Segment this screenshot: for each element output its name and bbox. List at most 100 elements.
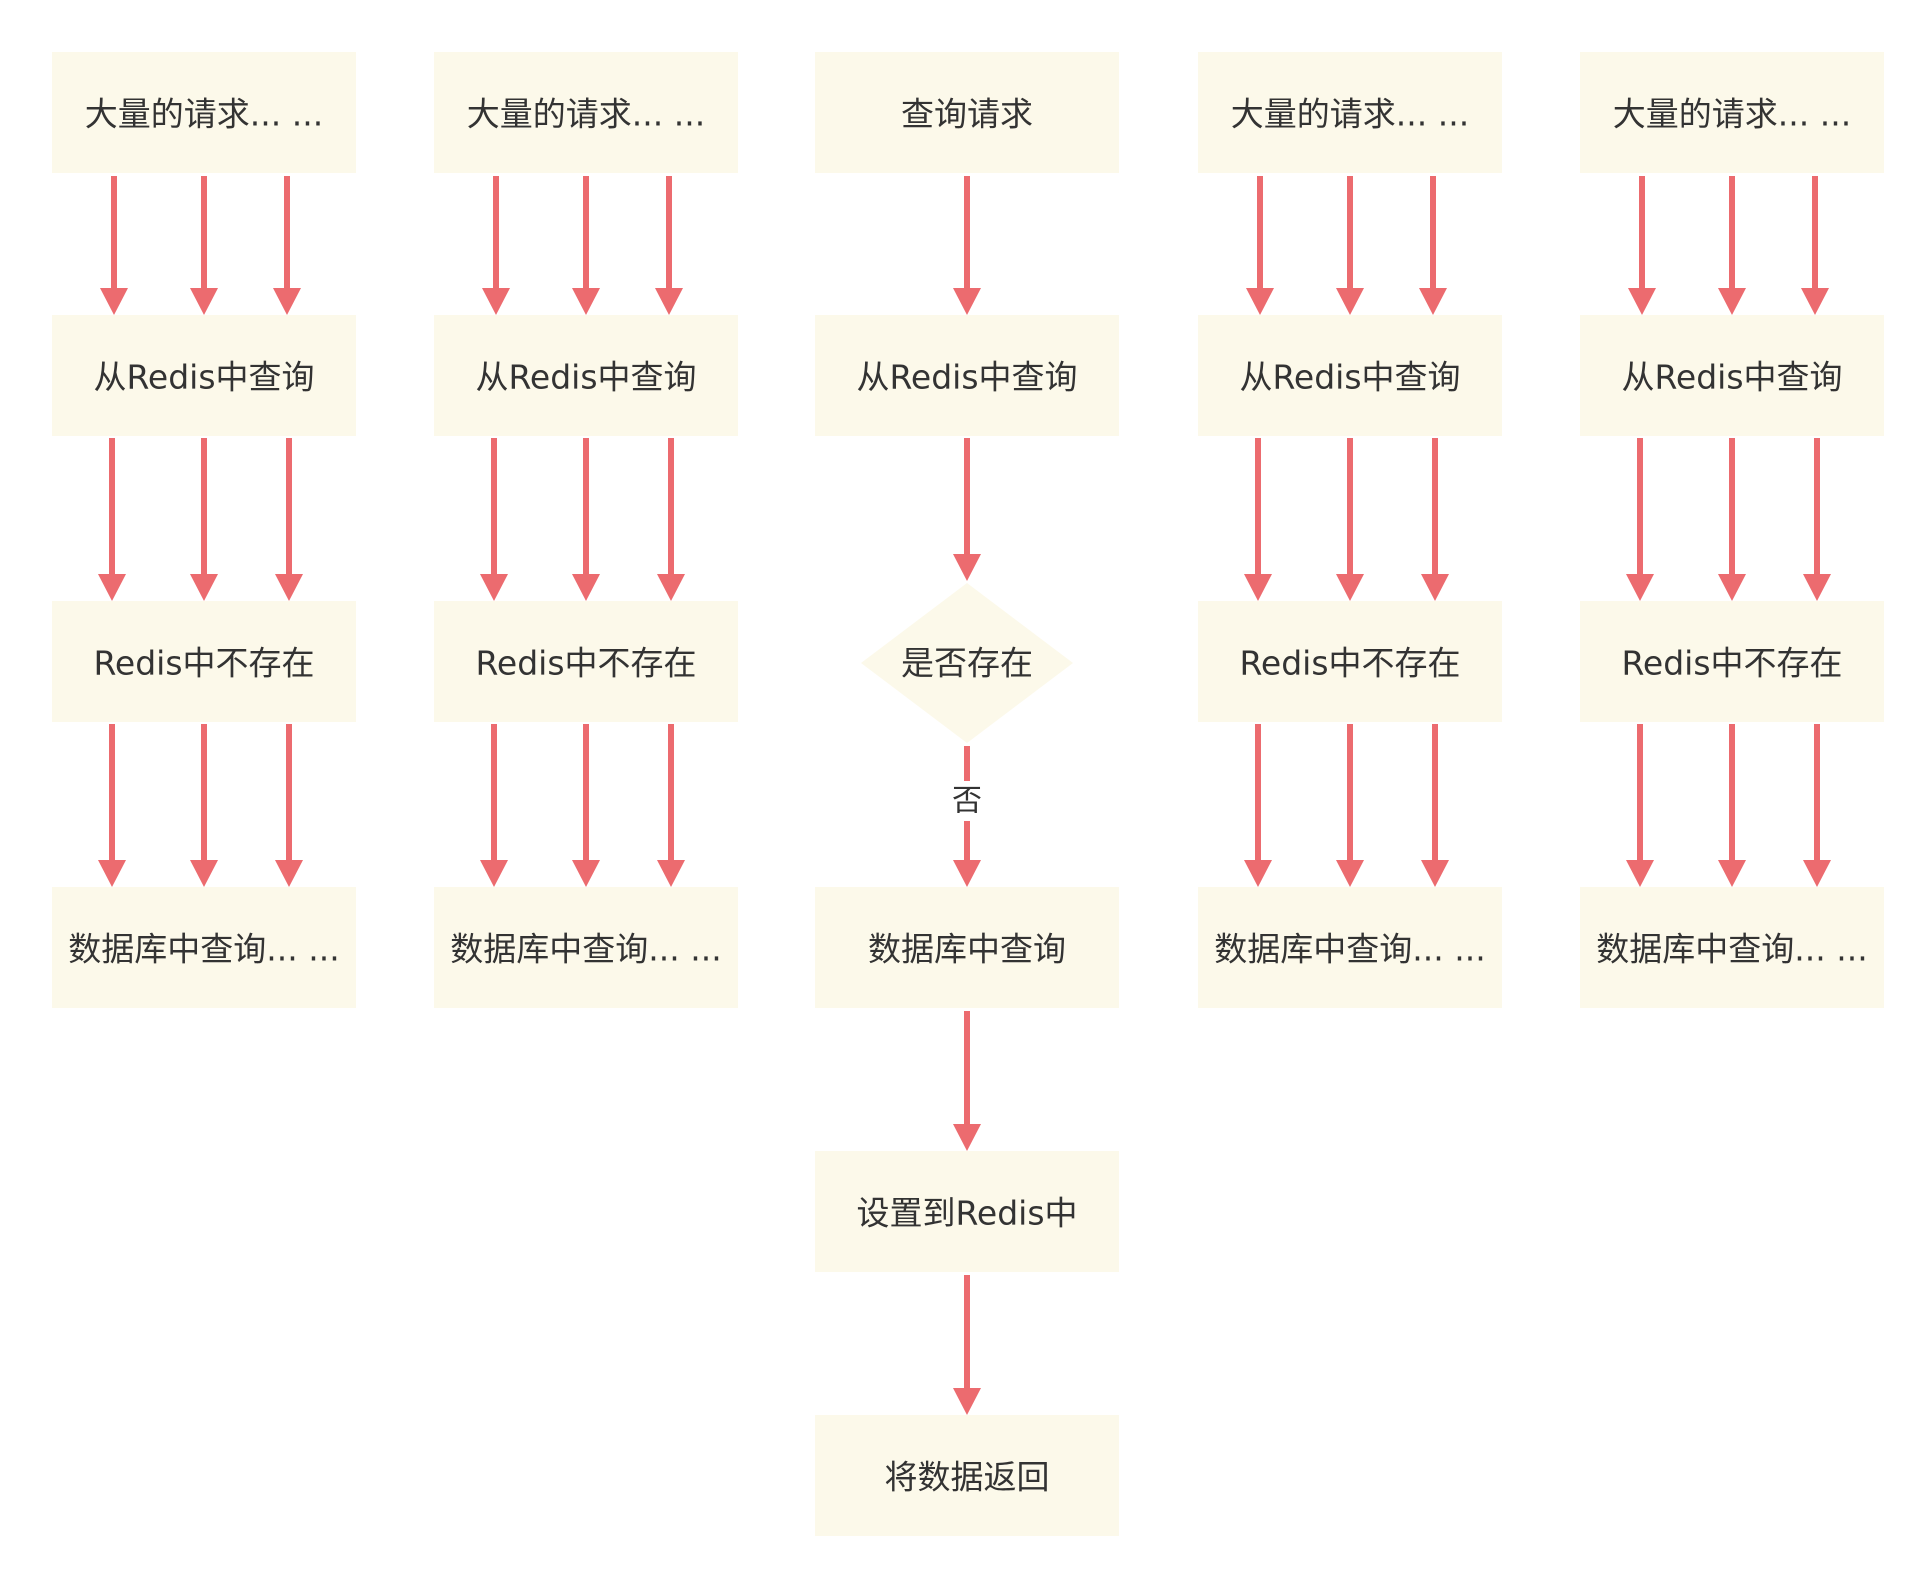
redis-missing-node-label: Redis中不存在 xyxy=(1621,644,1842,683)
arrowhead xyxy=(480,860,508,887)
arrows-missing-to-db xyxy=(480,724,685,887)
arrows-request-to-redis xyxy=(100,176,301,315)
request-node-label: 大量的请求... ... xyxy=(1613,95,1851,134)
request-node xyxy=(1198,52,1502,173)
arrowhead xyxy=(1419,288,1447,315)
query-redis-node xyxy=(1198,315,1502,436)
query-db-node-label: 数据库中查询... ... xyxy=(450,930,721,969)
request-node xyxy=(52,52,356,173)
arrowhead xyxy=(1336,860,1364,887)
arrows-redis-to-missing xyxy=(480,438,685,601)
side-column-1: 大量的请求... ... 从Redis中查询 Redis中不存在 数据库中查询.… xyxy=(52,52,356,1008)
request-node xyxy=(1580,52,1884,173)
arrowhead xyxy=(1801,288,1829,315)
redis-missing-node xyxy=(52,601,356,722)
query-request-node xyxy=(815,52,1119,173)
no-label-background xyxy=(947,781,987,821)
arrow-decision-to-db: 否 xyxy=(947,746,987,887)
query-db-node-label: 数据库中查询... ... xyxy=(1596,930,1867,969)
redis-missing-node xyxy=(1580,601,1884,722)
query-redis-node xyxy=(815,315,1119,436)
arrowhead xyxy=(1718,288,1746,315)
arrowhead xyxy=(1803,574,1831,601)
arrowhead xyxy=(275,860,303,887)
arrowhead xyxy=(98,860,126,887)
arrowhead xyxy=(1244,574,1272,601)
query-db-node-label: 数据库中查询... ... xyxy=(1214,930,1485,969)
query-redis-node xyxy=(434,315,738,436)
arrowhead xyxy=(572,860,600,887)
arrowhead xyxy=(190,860,218,887)
arrowhead xyxy=(1718,860,1746,887)
exists-decision-node xyxy=(861,583,1073,743)
arrow-request-to-redis xyxy=(953,176,981,315)
query-db-node-label: 数据库中查询... ... xyxy=(68,930,339,969)
arrowhead xyxy=(572,288,600,315)
arrowhead xyxy=(1336,288,1364,315)
arrow-redis-to-decision xyxy=(953,438,981,581)
query-redis-node-label: 从Redis中查询 xyxy=(1621,358,1842,397)
query-redis-node-label: 从Redis中查询 xyxy=(93,358,314,397)
arrowhead xyxy=(1718,574,1746,601)
query-redis-node-label: 从Redis中查询 xyxy=(475,358,696,397)
arrowhead xyxy=(1246,288,1274,315)
arrowhead xyxy=(98,574,126,601)
redis-missing-node-label: Redis中不存在 xyxy=(475,644,696,683)
arrowhead xyxy=(1803,860,1831,887)
arrow-set-redis-to-return xyxy=(953,1275,981,1415)
arrowhead xyxy=(482,288,510,315)
arrows-request-to-redis xyxy=(482,176,683,315)
query-redis-node-label: 从Redis中查询 xyxy=(1239,358,1460,397)
redis-missing-node xyxy=(434,601,738,722)
side-column-2: 大量的请求... ... 从Redis中查询 Redis中不存在 数据库中查询.… xyxy=(434,52,738,1008)
arrowhead xyxy=(572,574,600,601)
arrowhead xyxy=(275,574,303,601)
side-column-4: 大量的请求... ... 从Redis中查询 Redis中不存在 数据库中查询.… xyxy=(1198,52,1502,1008)
query-redis-node xyxy=(52,315,356,436)
arrows-request-to-redis xyxy=(1628,176,1829,315)
arrowhead xyxy=(953,1124,981,1151)
arrowhead xyxy=(657,574,685,601)
side-column-5: 大量的请求... ... 从Redis中查询 Redis中不存在 数据库中查询.… xyxy=(1580,52,1884,1008)
arrowhead xyxy=(953,1388,981,1415)
query-db-node xyxy=(1198,887,1502,1008)
request-node xyxy=(434,52,738,173)
arrowhead xyxy=(1626,574,1654,601)
arrowhead xyxy=(655,288,683,315)
arrowhead xyxy=(953,288,981,315)
query-redis-node-label: 从Redis中查询 xyxy=(856,358,1077,397)
arrowhead xyxy=(1336,574,1364,601)
arrowhead xyxy=(657,860,685,887)
arrowhead xyxy=(953,554,981,581)
redis-missing-node-label: Redis中不存在 xyxy=(1239,644,1460,683)
arrows-missing-to-db xyxy=(1244,724,1449,887)
return-data-node xyxy=(815,1415,1119,1536)
arrowhead xyxy=(1626,860,1654,887)
exists-decision-node-label: 是否存在 xyxy=(901,644,1033,683)
arrowhead xyxy=(953,860,981,887)
arrowhead xyxy=(100,288,128,315)
return-data-node-label: 将数据返回 xyxy=(885,1458,1050,1497)
arrowhead xyxy=(1244,860,1272,887)
request-node-label: 大量的请求... ... xyxy=(467,95,705,134)
query-db-node xyxy=(1580,887,1884,1008)
redis-missing-node-label: Redis中不存在 xyxy=(93,644,314,683)
arrows-missing-to-db xyxy=(98,724,303,887)
arrowhead xyxy=(1628,288,1656,315)
query-db-node xyxy=(434,887,738,1008)
arrowhead xyxy=(480,574,508,601)
arrows-redis-to-missing xyxy=(1626,438,1831,601)
set-redis-node xyxy=(815,1151,1119,1272)
set-redis-node-label: 设置到Redis中 xyxy=(856,1194,1077,1233)
redis-missing-node xyxy=(1198,601,1502,722)
request-node-label: 大量的请求... ... xyxy=(1231,95,1469,134)
arrowhead xyxy=(1421,860,1449,887)
arrowhead xyxy=(190,574,218,601)
arrows-missing-to-db xyxy=(1626,724,1831,887)
request-node-label: 大量的请求... ... xyxy=(85,95,323,134)
arrows-redis-to-missing xyxy=(1244,438,1449,601)
arrowhead xyxy=(1421,574,1449,601)
query-db-node xyxy=(815,887,1119,1008)
center-column: 查询请求 从Redis中查询 是否存在 数据库中查询 设置到Redis中 将数据… xyxy=(815,52,1119,1536)
